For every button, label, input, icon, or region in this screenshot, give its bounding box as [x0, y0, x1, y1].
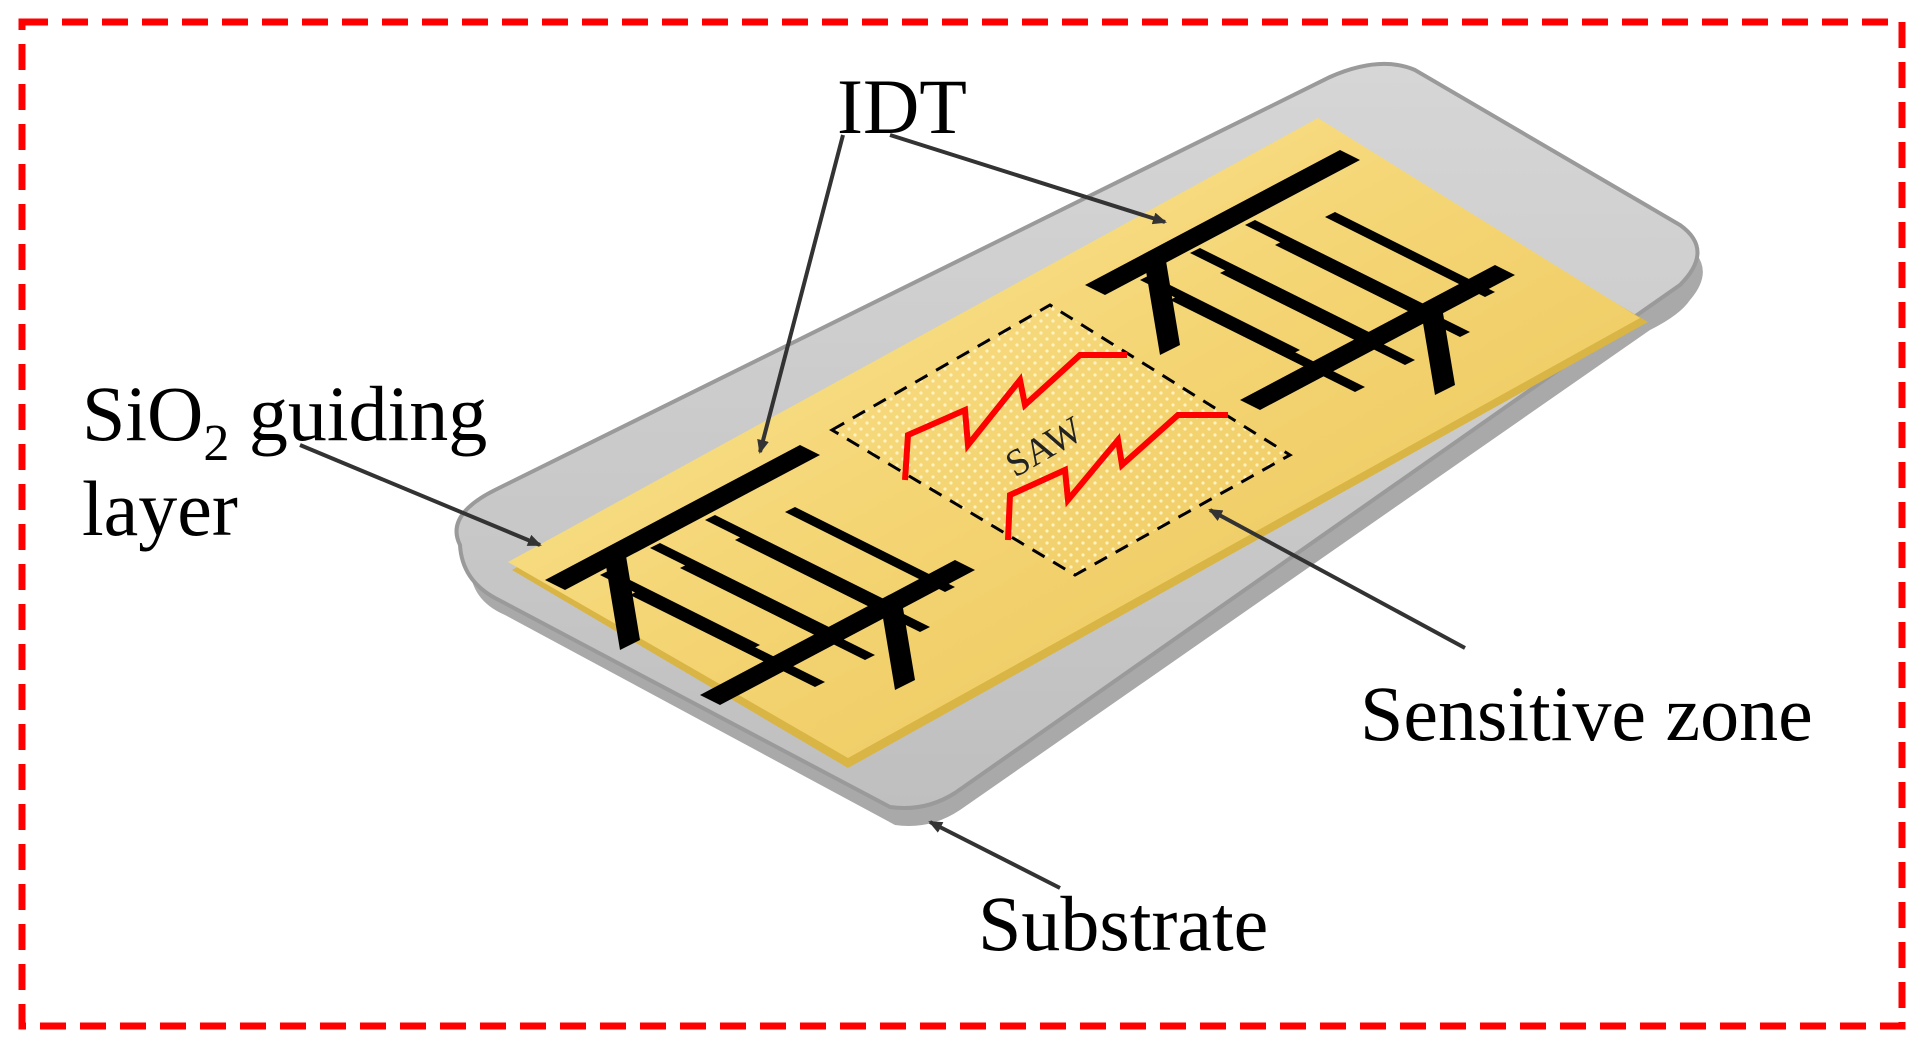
arrow-substrate: [928, 820, 1061, 890]
idt-label: IDT: [837, 63, 967, 150]
arrow-idt-left: [757, 134, 845, 454]
arrows: [299, 133, 1466, 890]
sio2-label: SiO2 guiding: [82, 370, 487, 472]
sensitive-zone: [829, 303, 1293, 577]
saw-wave: [902, 352, 1228, 541]
sio2-label-rest: guiding: [229, 370, 487, 457]
arrow-sio2: [299, 443, 542, 547]
sensitive-zone-label: Sensitive zone: [1360, 670, 1813, 757]
arrow-sensitive-zone: [1208, 508, 1466, 650]
dashed-frame: [18, 18, 1906, 1030]
substrate-label: Substrate: [978, 880, 1268, 967]
arrow-idt-right: [889, 133, 1167, 225]
layer-label: layer: [82, 465, 238, 552]
sio2-label-main: SiO: [82, 370, 203, 457]
sio2-label-subscript: 2: [203, 415, 229, 472]
